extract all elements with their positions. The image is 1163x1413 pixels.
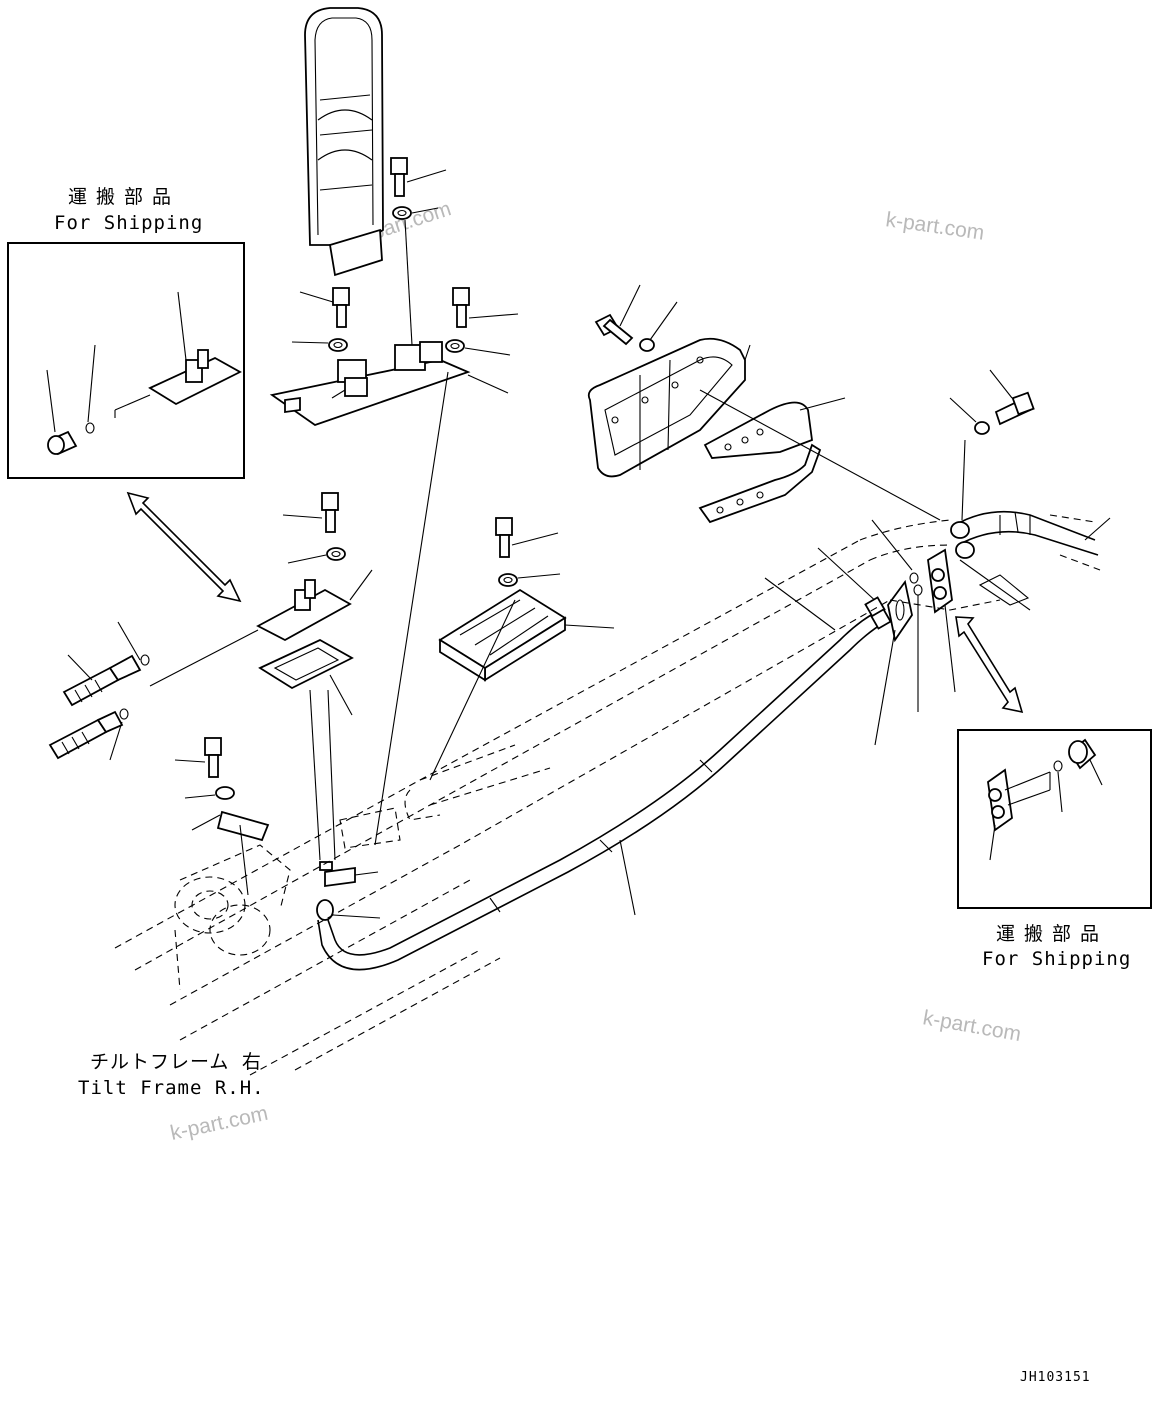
coupling-lower — [48, 708, 129, 761]
handrail — [304, 7, 384, 277]
connector-plates-right — [871, 519, 956, 746]
coupling-upper — [62, 621, 150, 707]
bracket-plate-upper — [269, 341, 471, 427]
strap-upper — [703, 397, 846, 459]
tilt-frame-label-jp: チルトフレーム 右 — [90, 1051, 262, 1073]
double-arrow-right — [955, 616, 1024, 714]
shipping-left-parts — [46, 291, 242, 456]
bolt-upper-left — [291, 287, 350, 352]
shipping-right-en: For Shipping — [982, 948, 1131, 970]
shipping-right-jp: 運搬部品 — [996, 923, 1108, 945]
bolt-right — [949, 369, 1035, 521]
gasket-middle — [258, 638, 354, 861]
bolt-top — [390, 157, 447, 346]
bolt-lower-left — [174, 737, 270, 896]
tilt-frame-label-en: Tilt Frame R.H. — [78, 1077, 265, 1099]
watermark-4: k-part.com — [168, 1102, 270, 1145]
double-arrow-left — [126, 491, 242, 603]
hoses-right-top — [950, 510, 1111, 611]
shipping-box-right — [957, 729, 1152, 909]
fittings-frame — [316, 861, 381, 921]
bolt-guard — [594, 284, 678, 352]
plate-middle — [149, 569, 373, 687]
drawing-code: JH103151 — [1020, 1370, 1091, 1385]
leader-lines — [374, 371, 941, 846]
watermark-2: k-part.com — [884, 208, 985, 245]
strap-lower — [698, 443, 822, 524]
bolt-middle — [282, 492, 346, 564]
shipping-right-parts — [987, 738, 1103, 861]
shipping-left-jp: 運搬部品 — [68, 186, 180, 208]
bolt-step — [495, 517, 561, 587]
watermark-3: k-part.com — [921, 1006, 1023, 1046]
step-plate — [438, 588, 615, 682]
long-hoses — [317, 547, 892, 971]
bolt-upper-right — [445, 287, 519, 394]
shipping-box-left — [7, 242, 245, 479]
shipping-left-en: For Shipping — [54, 212, 203, 234]
guard-cover — [587, 337, 751, 478]
tilt-frame-outline — [114, 514, 1101, 1076]
